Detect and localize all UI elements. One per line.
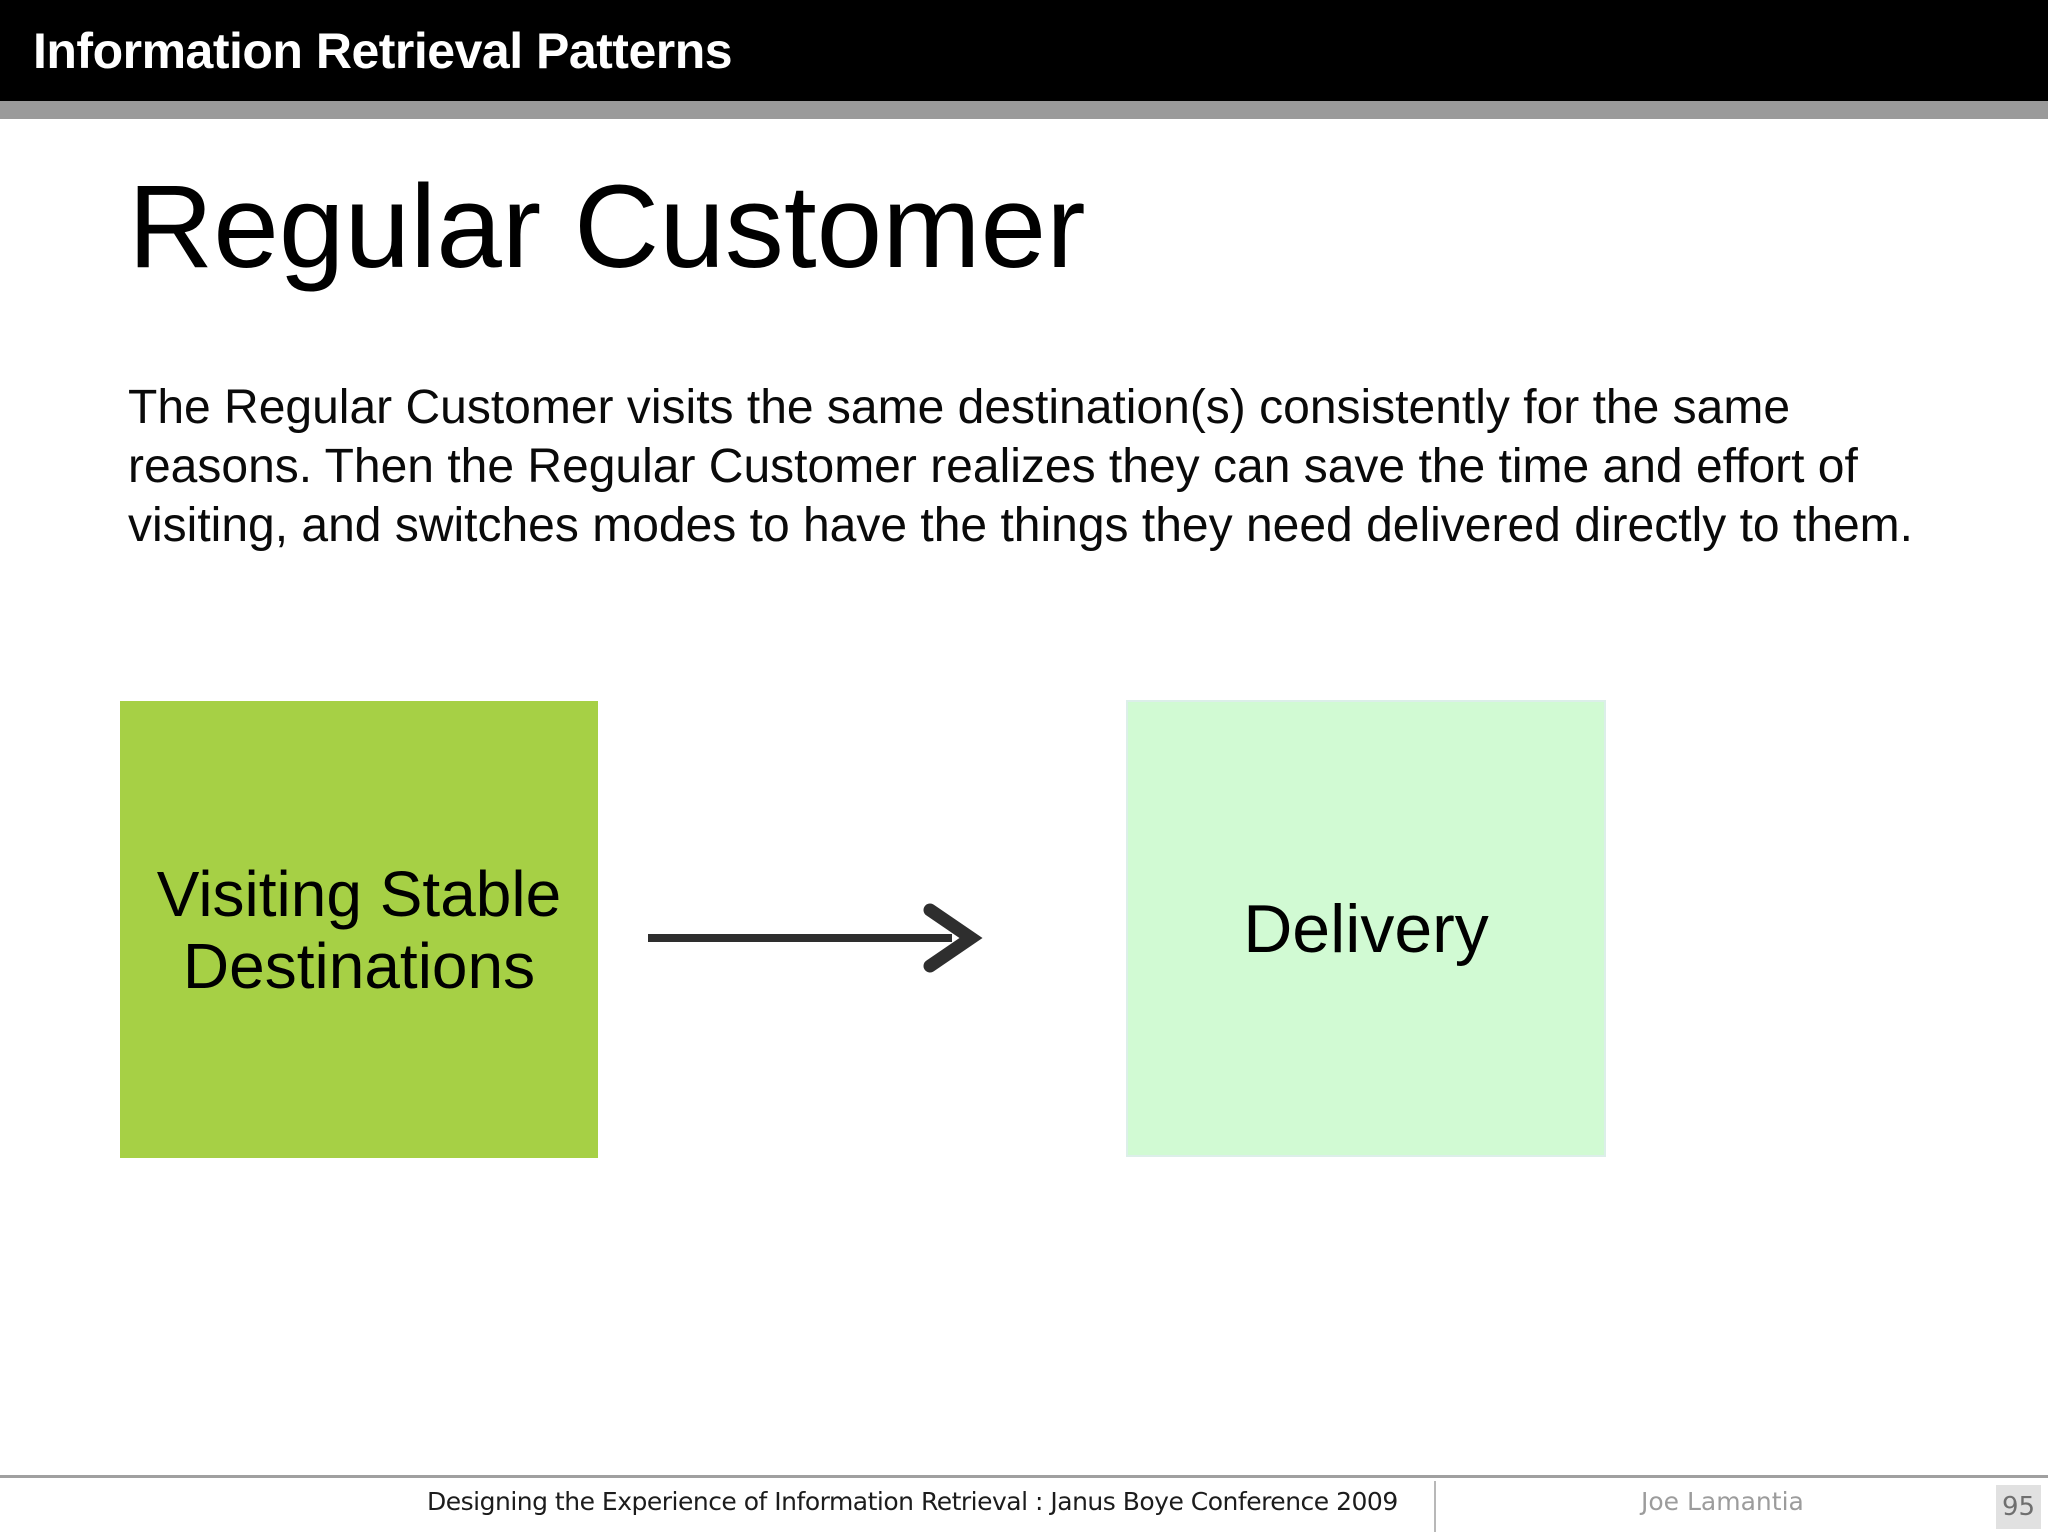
- header-accent-strip: [0, 101, 2048, 119]
- diagram-box-label-line: Visiting Stable: [156, 857, 562, 930]
- slide-paragraph: The Regular Customer visits the same des…: [128, 378, 1913, 555]
- diagram-box-delivery: Delivery: [1126, 700, 1606, 1157]
- footer-author: Joe Lamantia: [1641, 1487, 1804, 1516]
- footer-rule: [0, 1475, 2048, 1478]
- slide-title: Regular Customer: [128, 161, 1086, 293]
- diagram-box-label-line: Destinations: [182, 929, 536, 1002]
- header-bar: Information Retrieval Patterns: [0, 0, 2048, 101]
- paragraph-line: The Regular Customer visits the same des…: [128, 381, 1791, 434]
- diagram-box-visiting-stable-destinations: Visiting Stable Destinations: [120, 701, 598, 1158]
- footer-presentation-title: Designing the Experience of Information …: [427, 1487, 1398, 1516]
- page-number-badge: 95: [1996, 1485, 2041, 1529]
- paragraph-line: visiting, and switches modes to have the…: [128, 499, 1913, 552]
- header-title: Information Retrieval Patterns: [33, 22, 733, 79]
- paragraph-line: reasons. Then the Regular Customer reali…: [128, 440, 1858, 493]
- right-arrow-icon: [648, 903, 983, 973]
- diagram-box-label: Delivery: [1243, 890, 1489, 967]
- footer-divider: [1434, 1481, 1436, 1532]
